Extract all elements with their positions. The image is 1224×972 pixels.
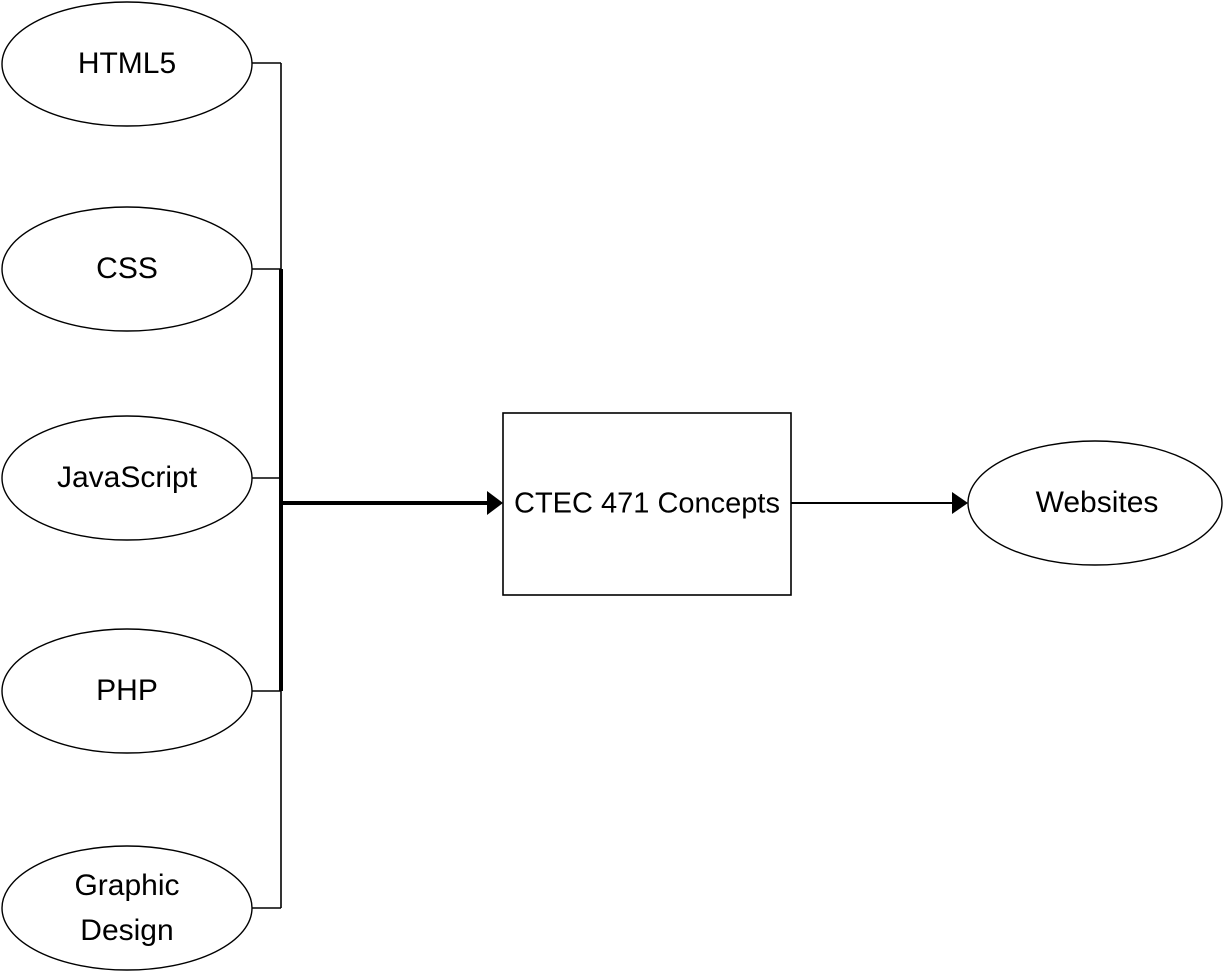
node-php[interactable]: PHP	[1, 628, 253, 754]
node-websites[interactable]: Websites	[967, 440, 1223, 566]
php-ellipse-shape[interactable]	[1, 628, 253, 754]
php-label: PHP	[96, 674, 158, 707]
arrowhead-to-process	[487, 491, 503, 515]
ctec-471-concepts-label: CTEC 471 Concepts	[514, 488, 780, 520]
node-html5[interactable]: HTML5	[1, 1, 253, 127]
graphic-design-label-line2: Design	[80, 914, 173, 947]
edge-process-to-websites	[791, 492, 968, 514]
css-label: CSS	[96, 252, 158, 285]
node-ctec-471-concepts[interactable]: CTEC 471 Concepts	[502, 412, 792, 596]
arrowhead-to-websites	[952, 492, 968, 514]
javascript-ellipse-shape[interactable]	[1, 415, 253, 541]
ctec-471-concepts-box-shape[interactable]	[502, 412, 792, 596]
websites-ellipse-shape[interactable]	[967, 440, 1223, 566]
node-javascript[interactable]: JavaScript	[1, 415, 253, 541]
connector-group	[252, 62, 283, 909]
css-ellipse-shape[interactable]	[1, 206, 253, 332]
node-graphic-design[interactable]: Graphic Design	[1, 845, 253, 971]
edge-bus-to-process	[281, 491, 503, 515]
html5-label: HTML5	[78, 47, 176, 80]
javascript-label: JavaScript	[57, 461, 198, 494]
graphic-design-label-line1: Graphic	[74, 869, 179, 902]
websites-label: Websites	[1036, 486, 1159, 519]
graphic-design-ellipse-shape[interactable]	[1, 845, 253, 971]
html5-ellipse-shape[interactable]	[1, 1, 253, 127]
node-css[interactable]: CSS	[1, 206, 253, 332]
